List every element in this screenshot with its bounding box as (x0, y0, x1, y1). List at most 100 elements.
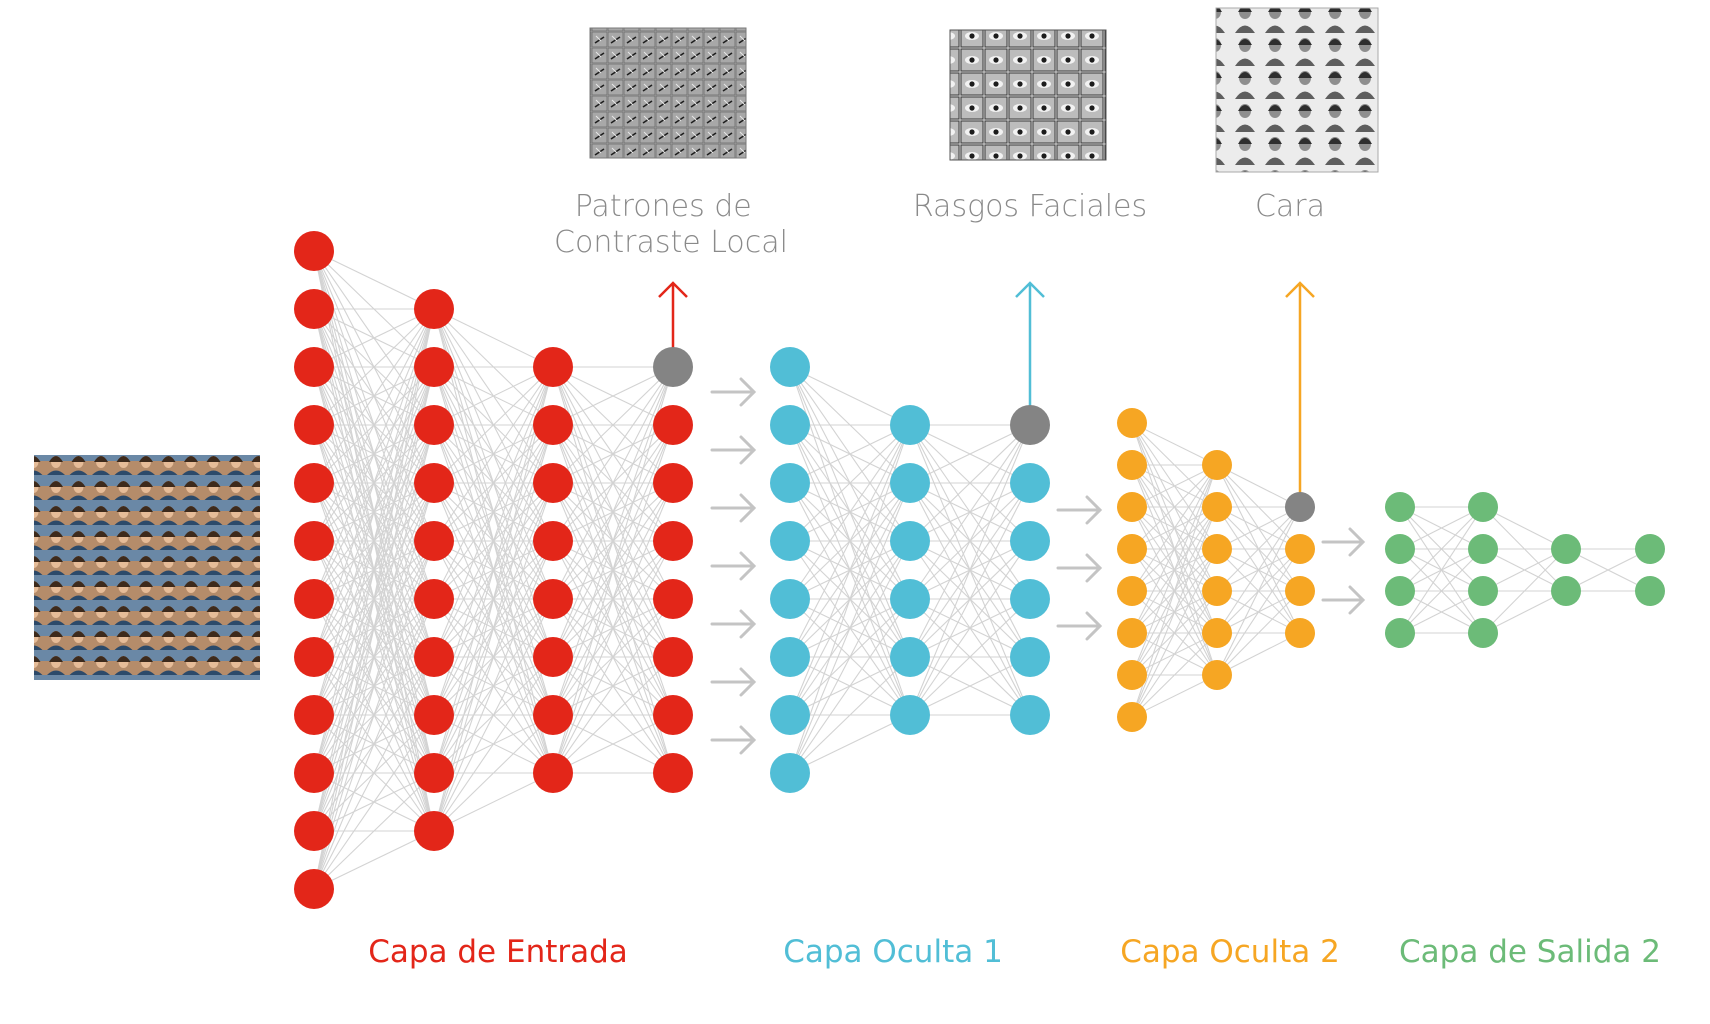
neuron-node (770, 637, 810, 677)
feature-captions: Patrones de Contraste Local Rasgos Facia… (554, 189, 1325, 260)
neuron-node (294, 347, 334, 387)
edge (433, 308, 554, 368)
group-arrows (710, 377, 1366, 755)
neuron-node (653, 405, 693, 445)
edge (552, 366, 674, 658)
edge (313, 308, 435, 542)
facial-features-image (949, 29, 1107, 161)
edge (1482, 590, 1567, 634)
group-arrow (710, 667, 757, 697)
edge (313, 830, 435, 890)
edge (1131, 464, 1218, 508)
neuron-node (1010, 637, 1050, 677)
edge (1216, 590, 1301, 676)
neuron-node (1385, 534, 1415, 564)
neuron-node (533, 347, 573, 387)
neuron-node (770, 579, 810, 619)
edge (909, 482, 1031, 716)
edge (789, 540, 911, 774)
edge (313, 308, 435, 890)
neuron-node (1468, 576, 1498, 606)
edge (909, 540, 1031, 716)
edge (1131, 506, 1218, 718)
edge (552, 366, 674, 426)
neuron-node (653, 521, 693, 561)
layer-labels: Capa de Entrada Capa Oculta 1 Capa Ocult… (368, 934, 1661, 970)
caption-local-contrast-line-1: Patrones de (575, 189, 752, 224)
neuron-node (770, 347, 810, 387)
group-arrow (1056, 611, 1103, 641)
edge (552, 656, 674, 774)
edge (789, 656, 911, 774)
neuron-node (533, 579, 573, 619)
neuron-node (533, 695, 573, 735)
edge (313, 308, 435, 774)
edge (909, 424, 1031, 484)
neuron-node (890, 695, 930, 735)
edge (909, 424, 1031, 716)
neuron-node (294, 811, 334, 851)
neuron-node (414, 463, 454, 503)
edge (1216, 548, 1301, 676)
neuron-node (1117, 534, 1147, 564)
edge (1216, 506, 1301, 634)
edge (909, 656, 1031, 716)
neuron-node (1117, 702, 1147, 732)
neuron-node (533, 463, 573, 503)
edge (1482, 506, 1567, 550)
edge (909, 598, 1031, 716)
neuron-node (1551, 534, 1581, 564)
neuron-node (770, 695, 810, 735)
neuron-node (1285, 618, 1315, 648)
neuron-node (1010, 695, 1050, 735)
edge (433, 424, 554, 832)
edge (433, 366, 554, 658)
edge (552, 598, 674, 774)
edge (433, 598, 554, 832)
edge (789, 424, 911, 600)
group-arrow (1321, 585, 1366, 615)
edge (789, 366, 911, 426)
feature-node (1285, 492, 1315, 522)
group-arrow (710, 551, 757, 581)
group-arrow (1056, 553, 1103, 583)
neuron-node (1385, 492, 1415, 522)
edge (313, 772, 435, 890)
neuron-node (1010, 521, 1050, 561)
label-input-layer: Capa de Entrada (368, 934, 628, 970)
neuron-node (890, 405, 930, 445)
edge (433, 366, 554, 600)
neuron-node (770, 463, 810, 503)
edge (1216, 506, 1301, 592)
edge (1131, 464, 1218, 676)
edge (313, 366, 435, 890)
edge (909, 424, 1031, 542)
edge (1399, 506, 1484, 634)
feature-images (589, 7, 1379, 173)
neuron-node (890, 521, 930, 561)
edge (552, 540, 674, 774)
edge (313, 656, 435, 890)
neuron-node (294, 695, 334, 735)
edge (313, 308, 435, 426)
edge (313, 714, 435, 890)
neuron-node (1010, 463, 1050, 503)
edge (789, 424, 911, 658)
neuron-node (294, 231, 334, 271)
edge (1131, 422, 1218, 466)
neuron-node (1202, 618, 1232, 648)
caption-local-contrast-line-2: Contraste Local (554, 225, 788, 260)
neuron-node (1385, 576, 1415, 606)
neuron-node (533, 637, 573, 677)
neuron-node (770, 405, 810, 445)
edge (909, 424, 1031, 658)
group-arrow (1321, 527, 1366, 557)
neuron-node (770, 521, 810, 561)
neuron-node (414, 695, 454, 735)
feature-node (653, 347, 693, 387)
edge (433, 714, 554, 832)
neuron-node (1117, 408, 1147, 438)
neuron-node (653, 579, 693, 619)
feature-up-arrow (1285, 281, 1315, 507)
